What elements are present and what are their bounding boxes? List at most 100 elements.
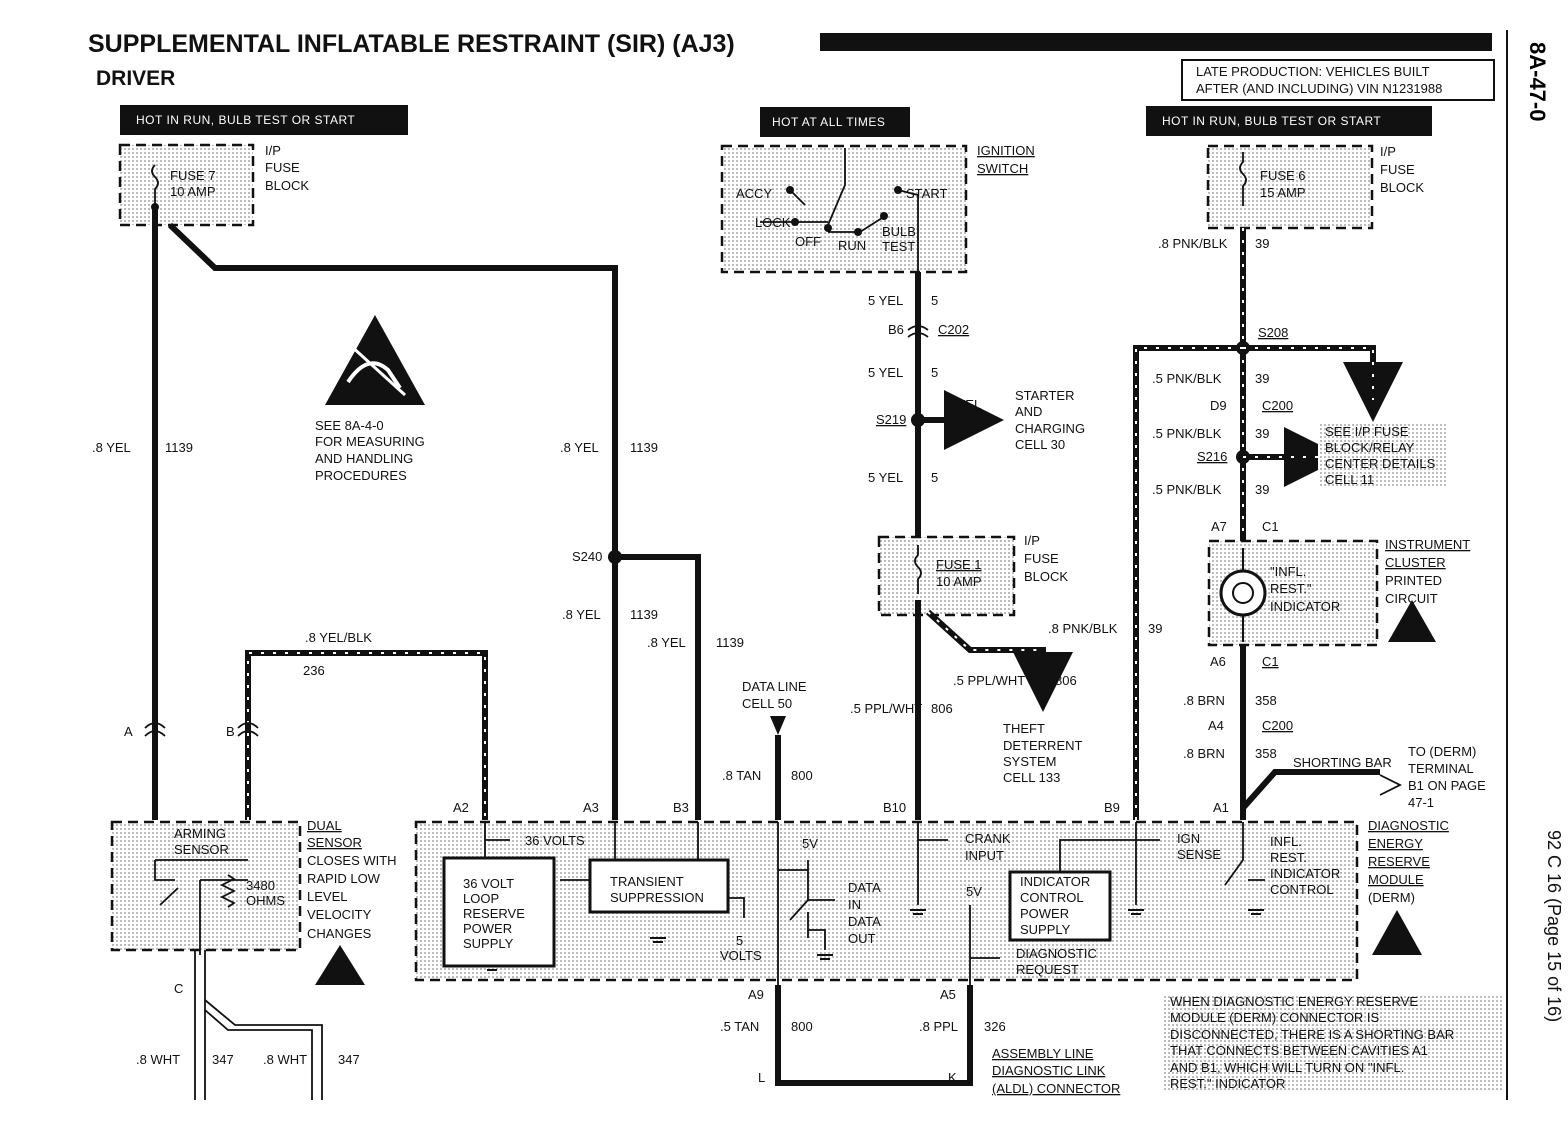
fuse7-symbol: [151, 164, 159, 204]
ign-pos-lock: LOCK: [755, 215, 791, 230]
wire-code-1139-s240: 1139: [630, 607, 658, 622]
ip-fuse-details-3: CENTER DETAILS: [1325, 456, 1436, 471]
loop-3: RESERVE: [463, 906, 525, 921]
ign-pos-test: TEST: [882, 239, 915, 254]
wire-code-5-3: 5: [931, 470, 938, 485]
wire-code-236: 236: [303, 663, 325, 678]
esd-icon-sensor: [315, 945, 365, 985]
pin-a1: A1: [1213, 800, 1229, 815]
transient-2: SUPPRESSION: [610, 890, 704, 905]
wire-code-326: 326: [984, 1019, 1006, 1034]
splice-s216-label: S216: [1197, 449, 1227, 464]
infl-ctrl-2: REST.: [1270, 850, 1307, 865]
loop-4: POWER: [463, 921, 512, 936]
connector-c-label: C: [174, 981, 183, 996]
wire-code-39-b9: 39: [1148, 621, 1162, 636]
wire-label-8yel-b3: .8 YEL: [647, 635, 686, 650]
ind-ctrl-3: POWER: [1020, 906, 1069, 921]
fuse1-block-label3: BLOCK: [1024, 569, 1068, 584]
pin-b9: B9: [1104, 800, 1120, 815]
page-title: SUPPLEMENTAL INFLATABLE RESTRAINT (SIR) …: [88, 30, 735, 58]
fuse6-symbol: [1239, 152, 1247, 206]
connector-b-label: B: [226, 724, 235, 739]
side-margin-text: 92 C 16 (Page 15 of 16): [1544, 830, 1564, 1022]
header-hot-all-times: [760, 107, 910, 137]
derm-note-1: WHEN DIAGNOSTIC ENERGY RESERVE: [1170, 994, 1418, 1009]
wire-code-347-1: 347: [212, 1052, 234, 1067]
wire-yel-b3: [615, 554, 701, 820]
connector-a7: A7: [1211, 519, 1227, 534]
wire-label-8yel-s240: .8 YEL: [562, 607, 601, 622]
wire-code-5-2: 5: [931, 365, 938, 380]
derm-note-6: REST." INDICATOR: [1170, 1076, 1285, 1091]
splice-s219-label: S219: [876, 412, 906, 427]
infl-ctrl-4: CONTROL: [1270, 882, 1334, 897]
fuse7-block-label1: I/P: [265, 143, 281, 158]
arming-sensor-label1: ARMING: [174, 826, 226, 841]
ignition-label1: IGNITION: [977, 143, 1035, 158]
starter-3: CHARGING: [1015, 421, 1085, 436]
aldl-3: (ALDL) CONNECTOR: [992, 1081, 1120, 1096]
derm-note-2: MODULE (DERM) CONNECTOR IS: [1170, 1010, 1380, 1025]
wire-label-8wht-2: .8 WHT: [263, 1052, 307, 1067]
wire-yelblk: [245, 650, 488, 820]
derm-5v-b: 5V: [966, 884, 982, 899]
derm-label-1: DIAGNOSTIC: [1368, 818, 1449, 833]
ind-ctrl-1: INDICATOR: [1020, 874, 1090, 889]
splice-s240-label: S240: [572, 549, 602, 564]
connector-a-symbol: [144, 722, 166, 737]
wire-label-5yel-1: 5 YEL: [868, 293, 903, 308]
connector-c200-top: C200: [1262, 398, 1293, 413]
header-hot-run-left-text: HOT IN RUN, BULB TEST OR START: [136, 113, 355, 127]
infl-ctrl-3: INDICATOR: [1270, 866, 1340, 881]
sensor-desc6: VELOCITY: [307, 907, 372, 922]
derm-note-3: DISCONNECTED, THERE IS A SHORTING BAR: [1170, 1027, 1454, 1042]
wire-code-1139-b3: 1139: [716, 635, 744, 650]
loop-reserve-box: [442, 856, 556, 968]
cluster-label1: INSTRUMENT: [1385, 537, 1470, 552]
page-id: 8A-47-0: [1525, 42, 1550, 121]
crank-circuit: [917, 822, 1000, 985]
wire-ppl-wht-theft: [925, 609, 1073, 712]
pin-b3: B3: [673, 800, 689, 815]
derm-volts-label: VOLTS: [720, 948, 762, 963]
wire-code-5-starter: 5: [946, 428, 953, 443]
wire-code-39-3: 39: [1255, 482, 1269, 497]
ignition-label2: SWITCH: [977, 161, 1028, 176]
wire-label-5yel-2: 5 YEL: [868, 365, 903, 380]
derm-label-5: (DERM): [1368, 890, 1415, 905]
pin-a9: A9: [748, 987, 764, 1002]
derm-label-2: ENERGY: [1368, 836, 1423, 851]
fuse1-block-label1: I/P: [1024, 533, 1040, 548]
wire-label-8ppl: .8 PPL: [919, 1019, 958, 1034]
late-production-line2: AFTER (AND INCLUDING) VIN N1231988: [1196, 81, 1442, 96]
esd-warning-icon: [325, 315, 425, 405]
aldl-1: ASSEMBLY LINE: [992, 1046, 1094, 1061]
wire-label-5yel-3: 5 YEL: [868, 470, 903, 485]
wire-label-8yel-mid: .8 YEL: [560, 440, 599, 455]
sensor-desc1: DUAL: [307, 818, 342, 833]
fuse6-block-label3: BLOCK: [1380, 180, 1424, 195]
fuse7-name: FUSE 7: [170, 168, 216, 183]
indicator-label2: REST.": [1270, 581, 1312, 596]
wire-label-8tan: .8 TAN: [722, 768, 761, 783]
data-1: DATA: [848, 880, 881, 895]
sensor-desc5: LEVEL: [307, 889, 347, 904]
derm-module-box: [414, 820, 1359, 982]
theft-4: CELL 133: [1003, 770, 1060, 785]
data-4: OUT: [848, 931, 876, 946]
data-3: DATA: [848, 914, 881, 929]
wire-label-5pnkblk-2: .5 PNK/BLK: [1152, 426, 1222, 441]
connector-d9: D9: [1210, 398, 1227, 413]
derm-ref-1: TO (DERM): [1408, 744, 1476, 759]
shorting-bar-wire: [1240, 769, 1380, 810]
wire-label-8brn-2: .8 BRN: [1183, 746, 1225, 761]
pin-b10: B10: [883, 800, 906, 815]
ign-pos-off: OFF: [795, 234, 821, 249]
theft-1: THEFT: [1003, 721, 1045, 736]
ign-pos-start: START: [906, 186, 947, 201]
resistor-ohms2: OHMS: [246, 893, 285, 908]
ign-sense-1: IGN: [1177, 831, 1200, 846]
late-production-line1: LATE PRODUCTION: VEHICLES BUILT: [1196, 64, 1430, 79]
